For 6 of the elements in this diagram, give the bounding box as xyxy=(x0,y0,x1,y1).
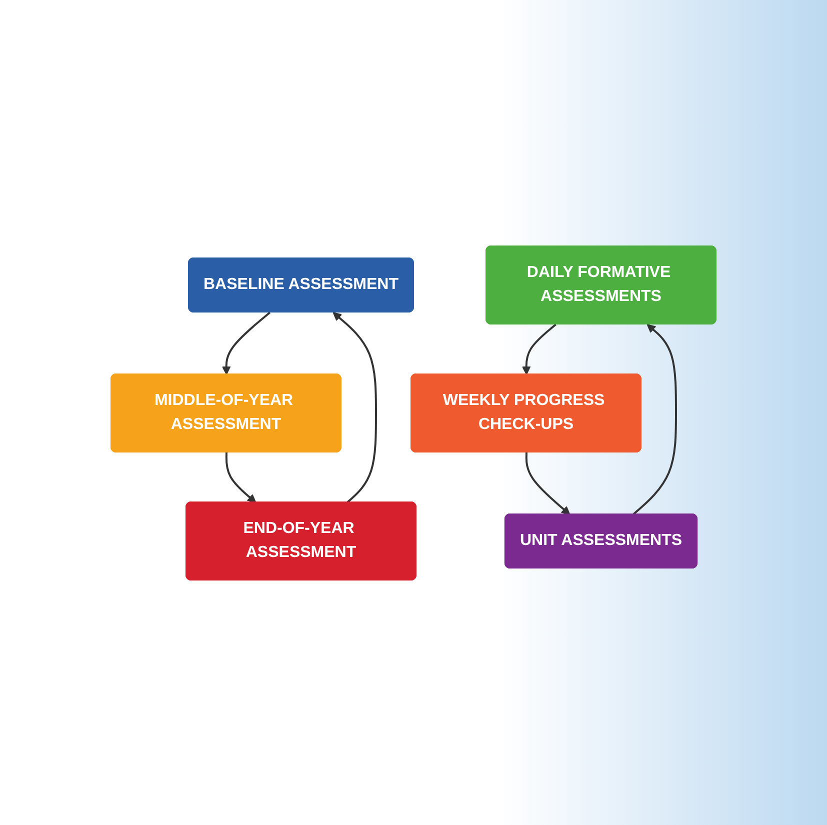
arrow xyxy=(632,324,677,515)
arrow xyxy=(225,452,256,502)
arrow xyxy=(222,311,270,374)
arrow xyxy=(525,452,570,514)
arrow xyxy=(332,312,377,503)
arrow xyxy=(522,323,556,374)
